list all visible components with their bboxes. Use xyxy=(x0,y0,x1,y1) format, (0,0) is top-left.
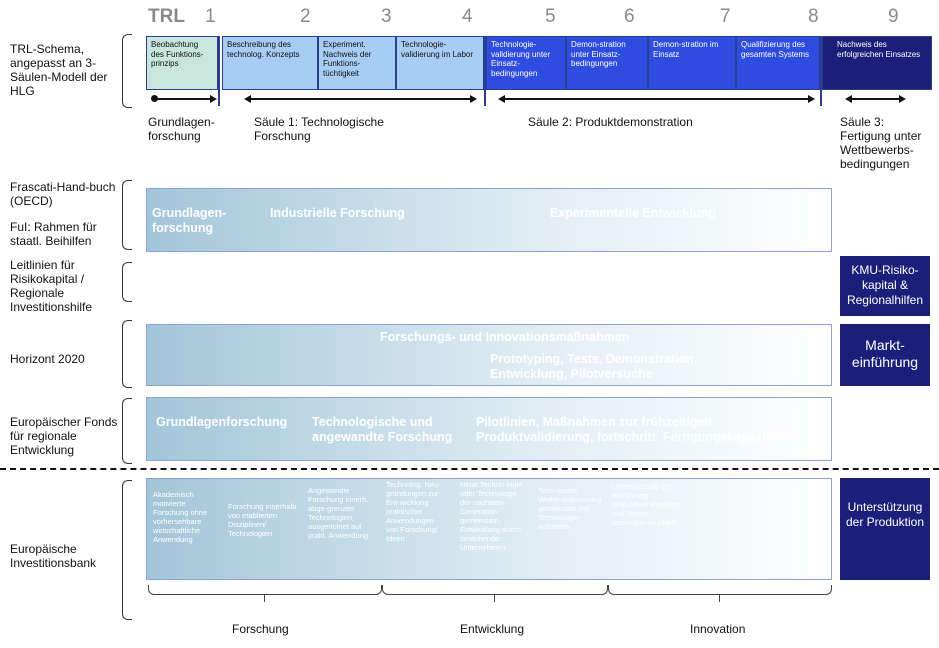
pillar-1-label: Säule 1: Technologische Forschung xyxy=(254,115,384,143)
eib-text-3: Angewandte Forschung innerh. abge-grenzt… xyxy=(308,486,369,540)
row-brace xyxy=(122,320,132,388)
band-horizont-main: Forschungs- und Innovationsmaßnahmen xyxy=(380,330,630,344)
row-label-ful: FuI: Rahmen für staatl. Beihilfen xyxy=(10,220,97,248)
arrow-pillar-2 xyxy=(504,98,808,100)
row-label-frascati: Frascati-Hand-buch (OECD) xyxy=(10,180,116,208)
band-frascati-experimentelle: Experimentelle Entwicklung xyxy=(550,206,717,220)
row-brace xyxy=(122,262,132,302)
eib-text-1: Akademisch motivierte Forschung ohne vor… xyxy=(153,490,208,544)
pillar-2-label: Säule 2: Produktdemonstration xyxy=(528,115,693,129)
trl-number-8: 8 xyxy=(808,6,819,27)
box-markteinfuehrung: Markt-einführung xyxy=(840,324,930,386)
trl-title: TRL xyxy=(148,6,185,27)
band-efre-pilot: Pilotlinien, Maßnahmen zur frühzeitigen … xyxy=(476,415,796,444)
trl-cell-3: Experiment. Nachweis der Funktions-tücht… xyxy=(318,36,396,90)
trl-number-1: 1 xyxy=(205,6,216,27)
eib-text-7: Unterstützung der Einführung innovativer… xyxy=(612,482,681,527)
trl-cell-2: Beschreibung des technolog. Konzepts xyxy=(222,36,318,90)
row-brace xyxy=(122,480,132,620)
bottom-label-entwicklung: Entwicklung xyxy=(460,622,525,636)
arrowhead-left-icon xyxy=(244,95,251,103)
pillar-divider-1 xyxy=(218,36,220,106)
trl-number-7: 7 xyxy=(720,6,731,27)
trl-number-5: 5 xyxy=(545,6,556,27)
row-brace xyxy=(122,180,132,250)
arrowhead-right-icon xyxy=(470,95,477,103)
brace-tick xyxy=(264,594,266,602)
brace-tick xyxy=(719,594,721,602)
band-frascati xyxy=(146,188,832,252)
arrowhead-left-icon xyxy=(845,95,852,103)
bottom-label-innovation: Innovation xyxy=(690,622,746,636)
trl-cell-5: Technologie-validierung unter Einsatz-be… xyxy=(486,36,566,90)
trl-cell-7: Demon-stration im Einsatz xyxy=(648,36,736,90)
row-label-efre: Europäischer Fonds für regionale Entwick… xyxy=(10,415,118,457)
eib-text-4: Technolog. Neu-gründungen zur Ent-wicklu… xyxy=(386,480,441,543)
trl-cell-6: Demon-stration unter Einsatz-bedingungen xyxy=(566,36,648,90)
pillar-grundlagen-label: Grundlagen-forschung xyxy=(148,115,215,143)
brace-tick xyxy=(494,594,496,602)
row-label-horizont: Horizont 2020 xyxy=(10,352,85,366)
arrow-grundlagen xyxy=(154,98,210,100)
arrowhead-right-icon xyxy=(808,95,815,103)
trl-number-9: 9 xyxy=(888,6,899,27)
pillar-divider-2 xyxy=(484,36,486,106)
band-horizont-sub: Prototyping, Tests, Demonstration, Entwi… xyxy=(490,352,698,381)
pillar-divider-3 xyxy=(820,36,822,106)
bottom-label-forschung: Forschung xyxy=(232,622,289,636)
row-brace xyxy=(122,398,132,464)
trl-cell-4: Technologie-validierung im Labor xyxy=(396,36,484,90)
arrowhead-left-icon xyxy=(498,95,505,103)
row-label-trl-schema: TRL-Schema, angepasst an 3-Säulen-Modell… xyxy=(10,42,108,98)
trl-number-6: 6 xyxy=(624,6,635,27)
dashed-separator xyxy=(0,468,939,470)
band-frascati-grundlagen: Grundlagen-forschung xyxy=(152,206,227,235)
band-efre xyxy=(146,397,832,461)
eib-text-2: Forschung innerhalb von etablierten Disz… xyxy=(228,502,297,538)
trl-number-3: 3 xyxy=(381,6,392,27)
box-kmu-risikokapital: KMU-Risiko-kapital & Regionalhilfen xyxy=(840,256,930,316)
band-efre-tech: Technologische und angewandte Forschung xyxy=(312,415,453,444)
band-horizont xyxy=(146,324,832,386)
trl-number-2: 2 xyxy=(300,6,311,27)
arrowhead-right-icon xyxy=(899,95,906,103)
box-unterstuetzung-produktion: Unterstützung der Produktion xyxy=(840,478,930,580)
row-label-eib: Europäische Investitionsbank xyxy=(10,542,97,570)
eib-text-6: Tech-nische Weiter-entwicklung gemeinsam… xyxy=(538,486,602,531)
row-label-leitlinien: Leitlinien für Risikokapital / Regionale… xyxy=(10,258,93,314)
arrow-pillar-3 xyxy=(851,98,899,100)
trl-cell-1: Beobachtung des Funktions-prinzips xyxy=(146,36,218,90)
eib-text-5: Neue Techno-logie oder Technologie der n… xyxy=(460,480,523,552)
arrowhead-right-icon xyxy=(210,95,217,103)
arrow-pillar-1 xyxy=(250,98,470,100)
trl-cell-8: Qualifizierung des gesamten Systems xyxy=(736,36,820,90)
band-frascati-industrielle: Industrielle Forschung xyxy=(270,206,405,220)
trl-number-4: 4 xyxy=(462,6,473,27)
row-brace xyxy=(122,34,132,108)
band-eib xyxy=(146,478,832,580)
band-efre-grundlagen: Grundlagenforschung xyxy=(156,415,288,429)
pillar-3-label: Säule 3: Fertigung unter Wettbewerbs-bed… xyxy=(840,115,922,171)
trl-cell-9: Nachweis des erfolgreichen Einsatzes xyxy=(822,36,932,90)
